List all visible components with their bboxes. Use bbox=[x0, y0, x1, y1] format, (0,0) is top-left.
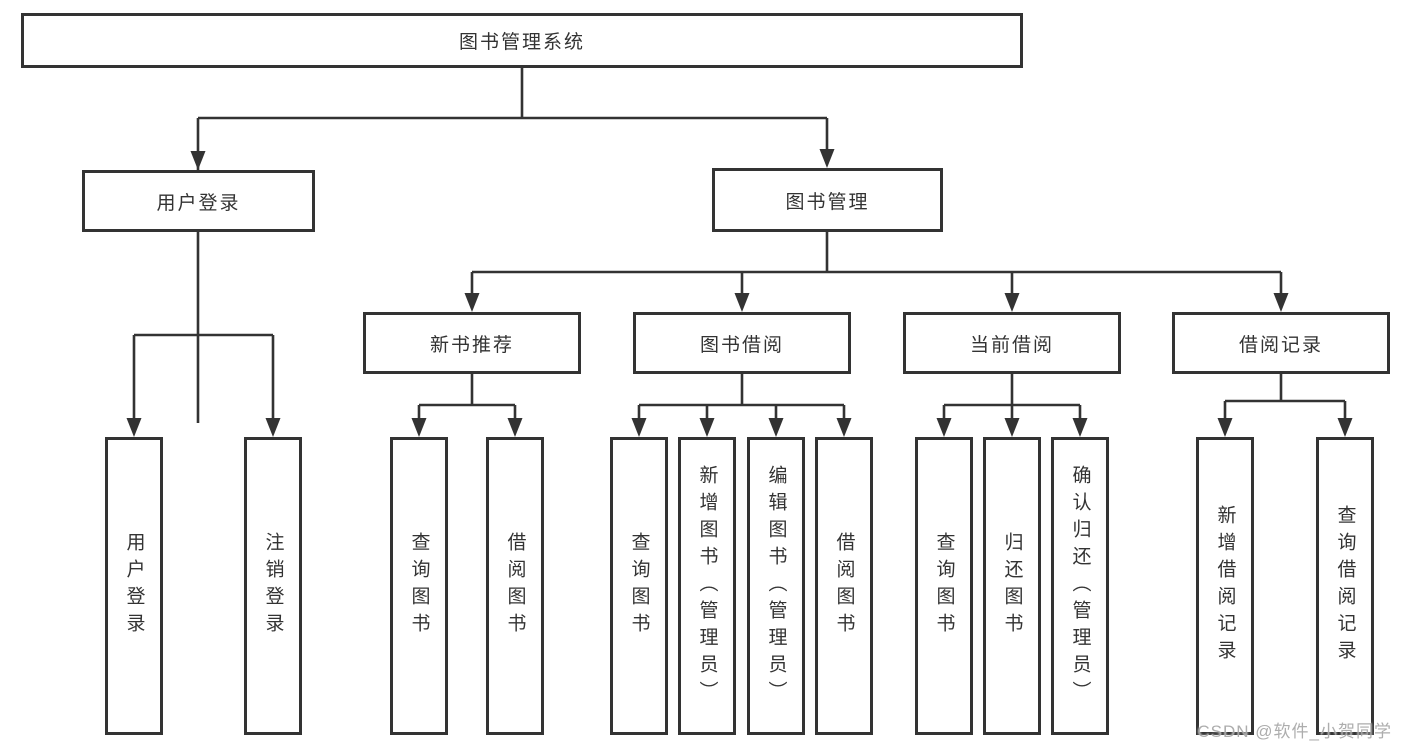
csdn-watermark: CSDN @软件_小贺同学 bbox=[1197, 722, 1392, 741]
node-label: 查询图书 bbox=[408, 532, 430, 640]
leaf-return-books: 归还图书 bbox=[983, 437, 1041, 735]
arrowhead bbox=[936, 418, 952, 437]
arrowhead bbox=[190, 151, 206, 170]
node-borrowing-records: 借阅记录 bbox=[1172, 312, 1390, 374]
node-label: 查询图书 bbox=[628, 532, 650, 640]
node-label: 确认归还（管理员） bbox=[1069, 464, 1091, 708]
node-label: 归还图书 bbox=[1001, 532, 1023, 640]
node-label: 查询借阅记录 bbox=[1334, 505, 1356, 667]
node-label: 借阅图书 bbox=[504, 532, 526, 640]
node-label: 新增借阅记录 bbox=[1214, 505, 1236, 667]
node-label: 用户登录 bbox=[123, 532, 145, 640]
arrowhead bbox=[734, 293, 750, 312]
leaf-add-borrow-record: 新增借阅记录 bbox=[1196, 437, 1254, 735]
node-label: 借阅记录 bbox=[1238, 334, 1323, 356]
node-book-management: 图书管理 bbox=[712, 168, 943, 232]
node-label: 查询图书 bbox=[933, 532, 955, 640]
arrowhead bbox=[631, 418, 647, 437]
leaf-borrow-books-borrowing: 借阅图书 bbox=[815, 437, 873, 735]
node-label: 图书管理 bbox=[785, 191, 870, 213]
arrowhead bbox=[1072, 418, 1088, 437]
arrowhead bbox=[126, 418, 142, 437]
node-label: 借阅图书 bbox=[833, 532, 855, 640]
node-current-borrowing: 当前借阅 bbox=[903, 312, 1121, 374]
leaf-query-borrow-record: 查询借阅记录 bbox=[1316, 437, 1374, 735]
node-label: 当前借阅 bbox=[969, 334, 1054, 356]
node-label: 图书管理系统 bbox=[458, 32, 585, 53]
arrowhead bbox=[464, 293, 480, 312]
node-user-login: 用户登录 bbox=[82, 170, 315, 232]
arrowhead bbox=[819, 149, 835, 168]
arrowhead bbox=[411, 418, 427, 437]
leaf-query-books-current: 查询图书 bbox=[915, 437, 973, 735]
node-book-borrowing: 图书借阅 bbox=[633, 312, 851, 374]
leaf-user-login: 用户登录 bbox=[105, 437, 163, 735]
node-new-book-recommend: 新书推荐 bbox=[363, 312, 581, 374]
leaf-query-books-borrowing: 查询图书 bbox=[610, 437, 668, 735]
arrowhead bbox=[699, 418, 715, 437]
arrowhead bbox=[768, 418, 784, 437]
arrowhead bbox=[507, 418, 523, 437]
arrowhead bbox=[1004, 418, 1020, 437]
arrowhead bbox=[1217, 418, 1233, 437]
node-library-management-system: 图书管理系统 bbox=[21, 13, 1023, 68]
node-label: 编辑图书（管理员） bbox=[765, 464, 787, 708]
node-label: 新增图书（管理员） bbox=[696, 464, 718, 708]
arrowhead bbox=[836, 418, 852, 437]
arrowhead bbox=[1337, 418, 1353, 437]
arrowhead bbox=[1004, 293, 1020, 312]
leaf-logout: 注销登录 bbox=[244, 437, 302, 735]
leaf-add-book-admin: 新增图书（管理员） bbox=[678, 437, 736, 735]
node-label: 用户登录 bbox=[156, 192, 241, 214]
node-label: 注销登录 bbox=[262, 532, 284, 640]
node-label: 新书推荐 bbox=[429, 334, 514, 356]
arrowhead bbox=[265, 418, 281, 437]
leaf-query-books-recommend: 查询图书 bbox=[390, 437, 448, 735]
node-label: 图书借阅 bbox=[699, 334, 784, 356]
leaf-edit-book-admin: 编辑图书（管理员） bbox=[747, 437, 805, 735]
arrowhead bbox=[1273, 293, 1289, 312]
leaf-borrow-books-recommend: 借阅图书 bbox=[486, 437, 544, 735]
leaf-confirm-return-admin: 确认归还（管理员） bbox=[1051, 437, 1109, 735]
